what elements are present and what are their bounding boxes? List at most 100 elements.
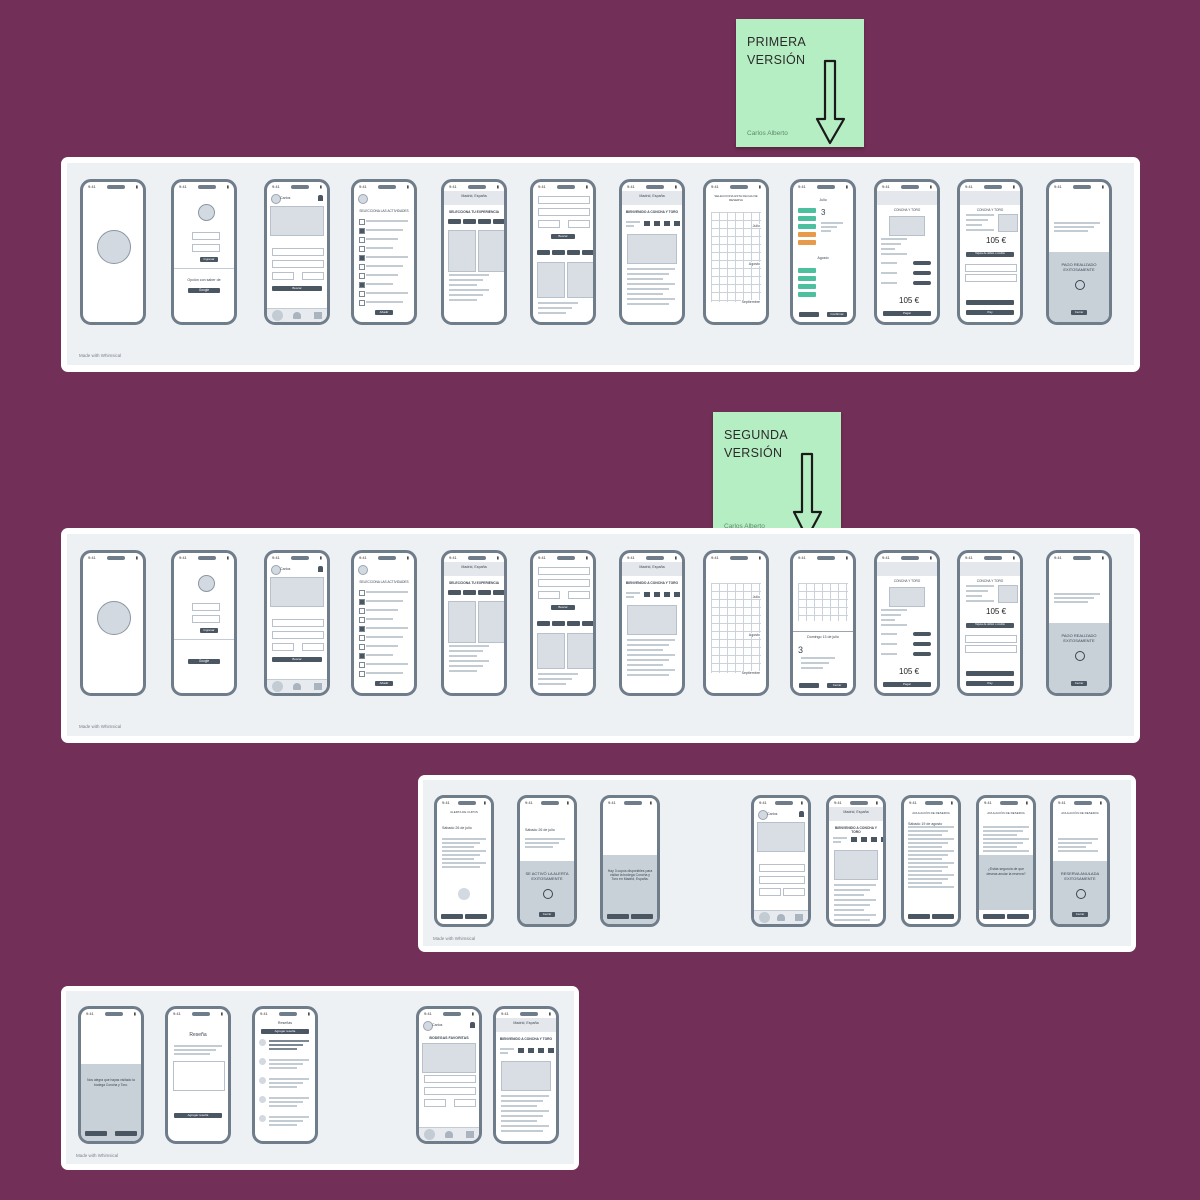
battery-icon: ▮: [307, 1011, 310, 1016]
board-alerts-cancellation[interactable]: Made with Whimsical 9:41▮ALERTA DE CUPOS…: [418, 775, 1136, 952]
time-label: 9:41: [882, 184, 890, 189]
time-label: 9:41: [759, 800, 767, 805]
calendar-title: SELECCIONA ESTA FECHA DE RESERVA: [714, 194, 758, 203]
sticky-note-primera-version[interactable]: PRIMERA VERSIÓN Carlos Alberto: [736, 19, 864, 147]
text-line: [966, 219, 988, 221]
status-bar: 9:41▮: [520, 798, 574, 807]
phone-screen-bookings[interactable]: 9:41▮Carlos: [751, 795, 811, 927]
status-bar: 9:41▮: [829, 798, 883, 807]
text-line: [983, 838, 1029, 840]
divider: [174, 268, 234, 269]
time-input: [568, 591, 590, 599]
image-placeholder: [627, 605, 677, 635]
search-button-label: Buscar: [558, 234, 568, 238]
arrow-down-icon: [815, 59, 846, 145]
people-input: [272, 643, 294, 651]
phone-screen-filters[interactable]: 9:41▮Buscar: [530, 179, 596, 325]
notch: [900, 184, 919, 189]
confirm-button: [827, 312, 847, 317]
notch: [556, 184, 575, 189]
time-input: [454, 1099, 476, 1107]
avatar: [358, 194, 368, 204]
text-line: [908, 826, 954, 828]
cancel-button: [441, 914, 463, 919]
text-line: [983, 826, 1029, 828]
time-label: 9:41: [88, 184, 96, 189]
sticky-note-segunda-version[interactable]: SEGUNDA VERSIÓN Carlos Alberto: [713, 412, 841, 540]
phone-screen-cancel-2[interactable]: 9:41▮ANULACIÓN DE RESERVA¿Estás seguro/a…: [976, 795, 1036, 927]
avatar: [423, 1021, 433, 1031]
text-line: [908, 846, 942, 848]
battery-icon: ▮: [929, 555, 932, 560]
date-label: Sábado 19 de agosto: [908, 822, 943, 826]
search-button: [272, 286, 322, 291]
people-input: [272, 272, 294, 280]
google-button-label: Google: [198, 659, 210, 663]
phone-screen-review-prompt[interactable]: 9:41▮Nos alegra que hayas visitado la bo…: [78, 1006, 144, 1144]
activity-label: [366, 627, 408, 629]
card-button: [966, 623, 1014, 628]
battery-icon: ▮: [135, 555, 138, 560]
bell-icon: [318, 566, 323, 572]
activity-label: [366, 292, 408, 294]
people-circle: [458, 888, 470, 900]
date-input: [538, 208, 590, 216]
phone-screen-splash[interactable]: 9:41▮: [80, 179, 146, 325]
board-reviews-favorites[interactable]: Made with Whimsical 9:41▮Nos alegra que …: [61, 986, 579, 1170]
close-label: Cerrar: [1074, 681, 1084, 685]
avatar: [259, 1077, 266, 1084]
status-bar: 9:41▮: [793, 553, 853, 562]
notch: [645, 555, 664, 560]
text-line: [174, 1045, 222, 1047]
text-line: [966, 600, 994, 602]
text-line: [269, 1120, 303, 1122]
checkbox: [359, 644, 365, 650]
sticky-author: Carlos Alberto: [747, 130, 788, 137]
home-icon: [424, 1129, 435, 1140]
card-image: [448, 601, 476, 643]
checkbox: [359, 617, 365, 623]
action-icon: [664, 592, 670, 597]
made-with-label: Made with Whimsical: [433, 936, 476, 941]
phone-screen-splash[interactable]: 9:41▮: [80, 550, 146, 696]
status-bar: 9:41▮: [83, 553, 143, 562]
phone-screen-alert-notice[interactable]: 9:41▮Hay 3 cupos disponibles para visita…: [600, 795, 660, 927]
sticky-author: Carlos Alberto: [724, 523, 765, 530]
phone-screen-filters[interactable]: 9:41▮Buscar: [530, 550, 596, 696]
text-line: [1058, 846, 1086, 848]
time-label: 9:41: [798, 184, 806, 189]
battery-icon: ▮: [875, 800, 878, 805]
avatar: [198, 204, 215, 221]
